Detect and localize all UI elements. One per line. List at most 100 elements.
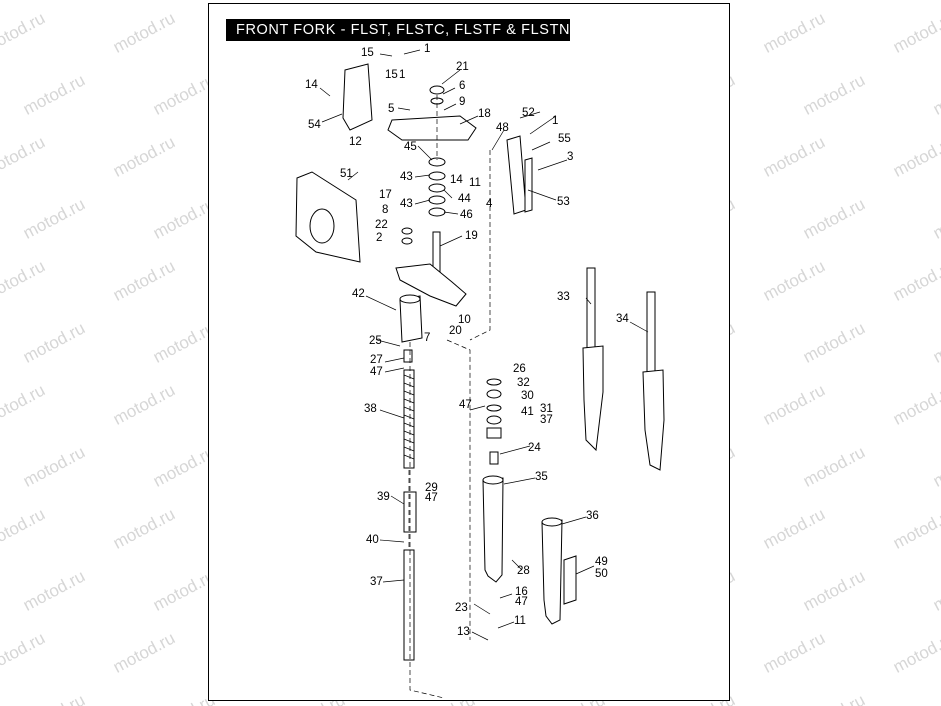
callout-9: 9 <box>459 96 465 108</box>
callout-50: 50 <box>595 568 608 580</box>
part-51-nacelle-opening <box>309 208 335 244</box>
part-lower-bracket <box>395 263 467 307</box>
callout-4: 4 <box>486 198 493 210</box>
callout-52: 52 <box>522 107 535 119</box>
callout-27: 27 <box>370 354 383 366</box>
part-35-fork-slider <box>482 477 504 583</box>
part-43-bearing-race <box>428 171 446 181</box>
callout-37-left: 37 <box>370 576 383 588</box>
callout-21: 21 <box>456 61 469 73</box>
callout-16: 16 <box>515 586 528 598</box>
part-36-slider-top <box>541 517 563 527</box>
callout-12: 12 <box>349 136 362 148</box>
callout-28: 28 <box>517 565 530 577</box>
callout-25: 25 <box>369 335 382 347</box>
callout-13: 13 <box>457 626 470 638</box>
callout-1-right: 1 <box>552 115 558 127</box>
callout-22: 22 <box>375 219 388 231</box>
callout-51: 51 <box>340 168 353 180</box>
part-30-washer <box>486 404 502 412</box>
callout-35: 35 <box>535 471 548 483</box>
part-45-bearing <box>428 157 446 167</box>
callout-54: 54 <box>308 119 321 131</box>
part-34-fork-assembly <box>642 291 665 471</box>
callout-37-right: 37 <box>540 414 553 426</box>
callout-36: 36 <box>586 510 599 522</box>
callout-11-bottom: 11 <box>514 615 526 627</box>
part-38-spring <box>403 369 415 469</box>
callout-14-right: 14 <box>450 174 463 186</box>
callout-47-a: 47 <box>370 366 383 378</box>
callout-20: 20 <box>449 325 462 337</box>
part-36-fork-slider <box>541 519 563 625</box>
part-25-plug <box>403 349 413 363</box>
callout-11-top: 11 <box>469 177 481 189</box>
part-24-valve <box>489 451 499 465</box>
diagram-frame <box>208 3 730 701</box>
callout-46: 46 <box>460 209 473 221</box>
part-46-seal <box>428 207 446 217</box>
callout-18: 18 <box>478 108 491 120</box>
callout-55: 55 <box>558 133 571 145</box>
callout-41: 41 <box>521 406 534 418</box>
page-title: FRONT FORK - FLST, FLSTC, FLSTF & FLSTN <box>226 19 570 41</box>
part-21-nut <box>429 85 445 95</box>
callout-23: 23 <box>455 602 468 614</box>
callout-2: 2 <box>376 232 382 244</box>
part-49-plate <box>563 555 577 605</box>
callout-31: 31 <box>540 403 553 415</box>
assembly-line-right <box>446 339 471 640</box>
callout-53: 53 <box>557 196 570 208</box>
part-18-upper-bracket <box>387 115 477 141</box>
callout-43-lower: 43 <box>400 198 413 210</box>
part-54-bracket <box>342 63 373 131</box>
callout-45: 45 <box>404 141 417 153</box>
callout-6: 6 <box>459 80 465 92</box>
callout-39: 39 <box>377 491 390 503</box>
callout-26: 26 <box>513 363 526 375</box>
callout-47-c: 47 <box>425 492 438 504</box>
callout-leaders <box>319 49 649 641</box>
callout-8: 8 <box>382 204 388 216</box>
part-37-fork-tube <box>403 549 415 661</box>
part-41-seal <box>486 415 502 425</box>
callout-5: 5 <box>388 103 394 115</box>
part-42-slider-top <box>399 294 421 304</box>
callout-14-left: 14 <box>305 79 318 91</box>
part-35-slider-top <box>482 475 504 485</box>
callout-15-top: 15 <box>361 47 374 59</box>
callout-32: 32 <box>517 377 530 389</box>
callout-38: 38 <box>364 403 377 415</box>
part-22-washer <box>401 227 413 235</box>
callout-19: 19 <box>465 230 478 242</box>
callout-30: 30 <box>521 390 534 402</box>
part-26-stop-ring <box>486 378 502 386</box>
callout-43-upper: 43 <box>400 171 413 183</box>
part-37-bushing <box>486 427 502 439</box>
part-43-lower-race <box>428 195 446 205</box>
callout-33: 33 <box>557 291 570 303</box>
part-32-bushing <box>486 389 502 399</box>
callout-29: 29 <box>425 482 438 494</box>
callout-48: 48 <box>496 122 509 134</box>
callout-24: 24 <box>528 442 541 454</box>
callout-10: 10 <box>458 314 471 326</box>
callout-17: 17 <box>379 189 392 201</box>
callout-44: 44 <box>458 193 471 205</box>
part-44-bearing <box>428 183 446 193</box>
assembly-line-left <box>409 342 445 699</box>
callout-7: 7 <box>424 332 430 344</box>
callout-40: 40 <box>366 534 379 546</box>
part-2-washer <box>401 237 413 245</box>
callout-34: 34 <box>616 313 629 325</box>
part-53-bracket <box>524 157 533 213</box>
callout-42: 42 <box>352 288 365 300</box>
part-52-bracket <box>506 135 527 215</box>
callout-1-mid: 1 <box>399 69 405 81</box>
callout-47-d: 47 <box>515 596 528 608</box>
callout-49: 49 <box>595 556 608 568</box>
callout-1-top: 1 <box>424 43 430 55</box>
callout-labels: 15 1 15 1 14 54 12 5 21 6 9 18 52 48 1 5… <box>305 43 629 638</box>
assembly-line-bracket <box>469 150 491 341</box>
